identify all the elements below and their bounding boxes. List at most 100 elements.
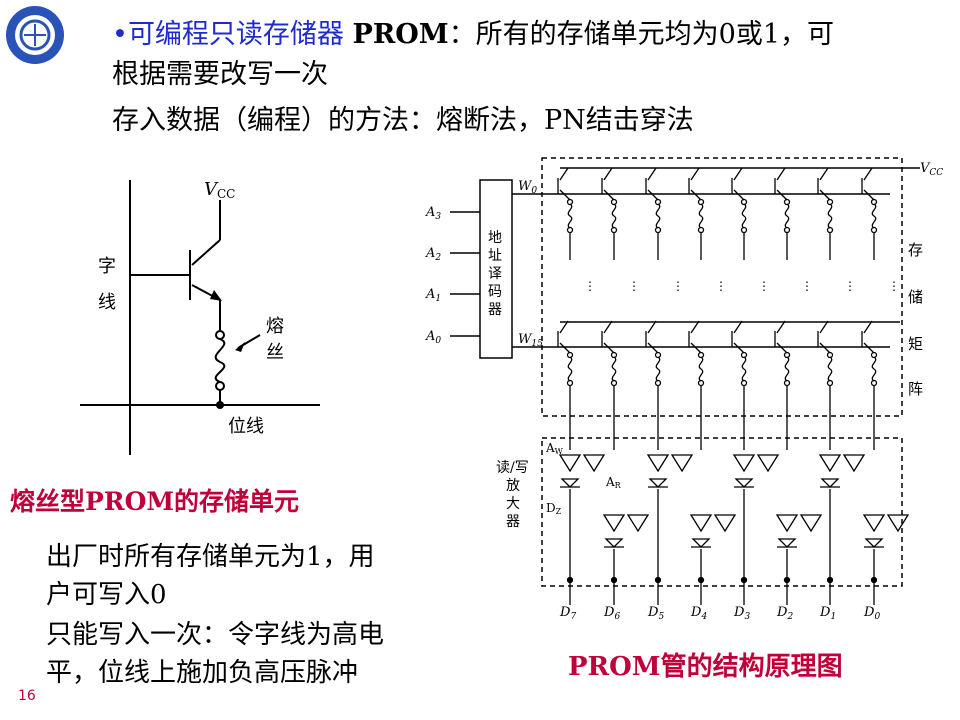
ellipsis-5: ⋮ (801, 279, 813, 293)
ar-label: AR (605, 475, 622, 490)
amp-label-4: 器 (506, 514, 520, 530)
decoder-char-2: 址 (488, 248, 502, 264)
input-a0: A0 (425, 329, 441, 346)
cell-transistor-2-1-emitter (647, 342, 659, 354)
desc-line-2: 户可写入0 (46, 580, 167, 610)
cell-transistor-5-1-collector (776, 320, 786, 334)
decoder-char-1: 地 (488, 230, 502, 246)
desc-line-1: 出厂时所有存储单元为1，用 (46, 542, 375, 572)
amp-write-6 (818, 454, 842, 473)
cell-transistor-7-0-fuse (871, 203, 877, 229)
output-d2: D2 (776, 605, 793, 622)
decoder-char-5: 器 (488, 302, 502, 318)
cell-transistor-7-0-collector (863, 167, 873, 181)
desc-line-4: 平，位线上施加负高压脉冲 (46, 658, 359, 688)
cell-transistor-1-0-emitter (603, 189, 615, 201)
cell-transistor-4-1-collector (733, 320, 743, 334)
cell-transistor-3-0-emitter (690, 189, 702, 201)
structure-caption: PROM管的结构原理图 (568, 652, 843, 682)
cell-transistor-3-1-fuse (698, 356, 704, 382)
output-d1: D1 (819, 605, 836, 622)
desc-line-3: 只能写入一次：令字线为高电 (46, 620, 385, 650)
output-d6: D6 (603, 605, 620, 622)
amp-read-7 (886, 514, 910, 533)
ellipsis-0: ⋮ (584, 279, 596, 293)
amp-write-3 (689, 514, 713, 533)
cell-transistor-6-0-fuse (827, 203, 833, 229)
cell-transistor-0-1-emitter (559, 342, 571, 354)
cell-transistor-1-1-collector (603, 320, 613, 334)
word-line-w0: W0 (518, 179, 537, 196)
matrix-char-1: 存 (908, 241, 923, 259)
dz-label: DZ (546, 501, 562, 516)
cell-transistor-5-0-collector (776, 167, 786, 181)
cell-transistor-0-1-fuse (567, 356, 573, 382)
cell-transistor-4-0-collector (733, 167, 743, 181)
heading-rest: ：所有的存储单元均为0或1，可 (448, 19, 835, 50)
cell-caption: 熔丝型PROM的存储单元 (10, 487, 300, 516)
cell-transistor-4-0-fuse (741, 203, 747, 229)
cell-transistor-2-1-collector (647, 320, 657, 334)
ellipsis-1: ⋮ (628, 279, 640, 293)
heading-line-2: 根据需要改写一次 (112, 59, 328, 90)
matrix-vcc-label: VCC (920, 161, 943, 178)
cell-transistor-1-0-fuse (611, 203, 617, 229)
amp-write-0 (558, 454, 582, 473)
word-line-w15: W15 (518, 332, 543, 349)
matrix-char-3: 矩 (908, 335, 923, 353)
amp-label-1: 读/写 (496, 459, 529, 476)
amp-read-0 (582, 454, 606, 473)
cell-transistor-5-1-emitter (776, 342, 788, 354)
cell-transistor-3-1-collector (690, 320, 700, 334)
input-a2: A2 (425, 246, 441, 263)
cell-transistor-2-0-collector (647, 167, 657, 181)
amp-write-4 (732, 454, 756, 473)
cell-transistor-4-0-emitter (733, 189, 745, 201)
cell-transistor-1-1-fuse (611, 356, 617, 382)
cell-transistor-3-1-emitter (690, 342, 702, 354)
cell-transistor-6-1-collector (819, 320, 829, 334)
amp-read-3 (713, 514, 737, 533)
cell-transistor-6-0-collector (819, 167, 829, 181)
programming-method: 存入数据（编程）的方法：熔断法，PN结击穿法 (112, 105, 694, 136)
fuse-cell-diagram: VCC 字 线 熔 丝 位线 (80, 179, 320, 455)
cell-transistor-0-0-emitter (559, 189, 571, 201)
cell-transistor-1-1-emitter (603, 342, 615, 354)
cell-transistor-7-1-emitter (863, 342, 875, 354)
cell-transistor-5-1-fuse (784, 356, 790, 382)
cell-transistor-6-1-fuse (827, 356, 833, 382)
cell-transistor-5-0-emitter (776, 189, 788, 201)
prom-structure-diagram: ⋮⋮⋮⋮⋮⋮⋮⋮ 地 址 译 码 器 A3 A2 A1 A0 W0 W15 VC… (425, 157, 943, 622)
amp-read-4 (756, 454, 780, 473)
ellipsis-7: ⋮ (888, 279, 900, 293)
cell-transistor-5-0-fuse (784, 203, 790, 229)
amp-write-2 (646, 454, 670, 473)
bit-line-label: 位线 (228, 416, 264, 437)
input-a3: A3 (425, 205, 441, 222)
bullet: • (112, 19, 128, 50)
cell-transistor-6-1-emitter (819, 342, 831, 354)
amp-label-2: 放 (506, 478, 520, 494)
amp-read-5 (799, 514, 823, 533)
cell-transistor-0-0-fuse (567, 203, 573, 229)
ellipsis-2: ⋮ (672, 279, 684, 293)
amp-label-3: 大 (506, 496, 520, 512)
word-line-label-1: 字 (98, 256, 116, 277)
output-d5: D5 (647, 605, 664, 622)
cell-transistor-6-0-emitter (819, 189, 831, 201)
ellipsis-6: ⋮ (844, 279, 856, 293)
matrix-char-4: 阵 (908, 380, 923, 398)
ellipsis-3: ⋮ (715, 279, 727, 293)
output-d7: D7 (559, 605, 576, 622)
university-logo (6, 6, 64, 64)
heading-term: 可编程只读存储器 (127, 19, 344, 50)
cell-transistor-2-0-emitter (647, 189, 659, 201)
cell-transistor-7-1-collector (863, 320, 873, 334)
cell-transistor-1-0-collector (603, 167, 613, 181)
cell-transistor-4-1-fuse (741, 356, 747, 382)
output-d0: D0 (863, 605, 880, 622)
heading-prom: PROM (352, 19, 449, 50)
page-number: 16 (18, 688, 36, 704)
amp-read-6 (842, 454, 866, 473)
word-line-label-2: 线 (98, 292, 116, 313)
